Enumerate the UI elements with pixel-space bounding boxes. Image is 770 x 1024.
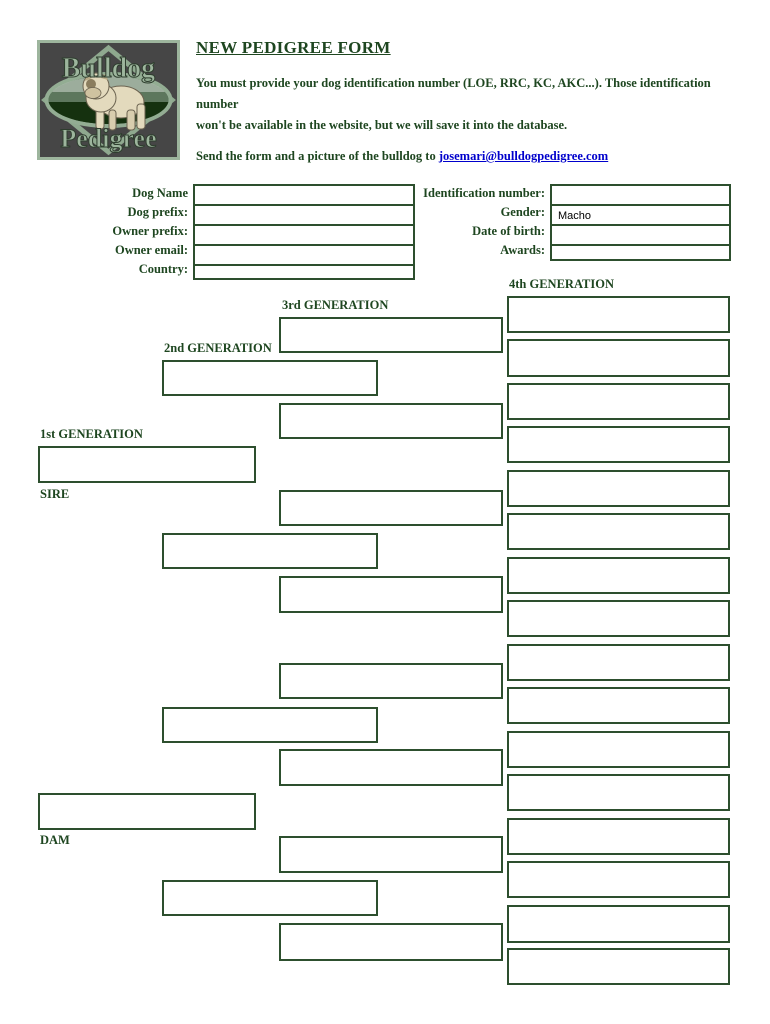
- pedigree-box-gen4-5[interactable]: [507, 470, 730, 507]
- gen2-label: 2nd GENERATION: [164, 341, 272, 355]
- awards-input[interactable]: [552, 247, 729, 265]
- logo-image: Bulldog Pedigree: [37, 40, 180, 160]
- pedigree-box-gen2-2[interactable]: [162, 533, 378, 569]
- pedigree-box-gen4-14[interactable]: [507, 861, 730, 898]
- pedigree-box-gen3-4[interactable]: [279, 576, 503, 613]
- pedigree-box-gen4-4[interactable]: [507, 426, 730, 463]
- bulldog-illustration: [82, 72, 146, 131]
- dog-info-left-labels: Dog Name Dog prefix: Owner prefix: Owner…: [20, 184, 188, 279]
- send-instructions: Send the form and a picture of the bulld…: [196, 149, 608, 164]
- dam-label: DAM: [40, 833, 70, 847]
- country-input[interactable]: [195, 267, 413, 285]
- pedigree-box-gen4-8[interactable]: [507, 600, 730, 637]
- owner-prefix-input[interactable]: [195, 227, 413, 245]
- pedigree-box-gen4-13[interactable]: [507, 818, 730, 855]
- gen3-label: 3rd GENERATION: [282, 298, 389, 312]
- send-instructions-text: Send the form and a picture of the bulld…: [196, 149, 439, 163]
- pedigree-box-gen3-2[interactable]: [279, 403, 503, 439]
- dog-name-input[interactable]: [195, 187, 413, 205]
- bulldog-pedigree-logo: Bulldog Pedigree: [37, 40, 180, 160]
- dog-name-label: Dog Name: [132, 186, 188, 200]
- gender-label: Gender:: [500, 205, 545, 219]
- gen4-label: 4th GENERATION: [509, 277, 614, 291]
- pedigree-box-gen3-7[interactable]: [279, 836, 503, 873]
- pedigree-box-gen3-1[interactable]: [279, 317, 503, 353]
- pedigree-box-gen2-4[interactable]: [162, 880, 378, 916]
- pedigree-box-gen3-6[interactable]: [279, 749, 503, 786]
- pedigree-box-gen4-9[interactable]: [507, 644, 730, 681]
- pedigree-box-gen3-3[interactable]: [279, 490, 503, 526]
- intro-line-1: You must provide your dog identification…: [196, 76, 711, 111]
- page-title: NEW PEDIGREE FORM: [196, 38, 391, 57]
- pedigree-box-gen4-2[interactable]: [507, 339, 730, 377]
- pedigree-box-gen3-5[interactable]: [279, 663, 503, 699]
- pedigree-box-gen2-3[interactable]: [162, 707, 378, 743]
- logo-word-top: Bulldog: [62, 53, 155, 84]
- owner-email-input[interactable]: [195, 247, 413, 265]
- gender-select[interactable]: [552, 207, 729, 225]
- pedigree-box-gen4-16[interactable]: [507, 948, 730, 985]
- dog-info-right-table: [550, 184, 731, 265]
- country-label: Country:: [138, 262, 188, 276]
- sire-label: SIRE: [40, 487, 70, 501]
- pedigree-box-gen3-8[interactable]: [279, 923, 503, 961]
- owner-prefix-label: Owner prefix:: [112, 224, 188, 238]
- pedigree-box-gen4-6[interactable]: [507, 513, 730, 550]
- identification-number-label: Identification number:: [423, 186, 545, 200]
- intro-text: You must provide your dog identification…: [196, 73, 756, 136]
- logo-word-bottom: Pedigree: [60, 124, 156, 153]
- owner-email-label: Owner email:: [114, 243, 188, 257]
- awards-label: Awards:: [500, 243, 545, 257]
- dog-prefix-label: Dog prefix:: [127, 205, 188, 219]
- pedigree-box-gen4-7[interactable]: [507, 557, 730, 594]
- pedigree-box-gen4-11[interactable]: [507, 731, 730, 768]
- pedigree-box-dam[interactable]: [38, 793, 256, 830]
- pedigree-box-gen4-10[interactable]: [507, 687, 730, 724]
- pedigree-box-sire[interactable]: [38, 446, 256, 483]
- email-link[interactable]: josemari@bulldogpedigree.com: [438, 149, 609, 163]
- pedigree-box-gen4-15[interactable]: [507, 905, 730, 943]
- pedigree-box-gen2-1[interactable]: [162, 360, 378, 396]
- identification-number-input[interactable]: [552, 187, 729, 205]
- pedigree-box-gen4-3[interactable]: [507, 383, 730, 420]
- dog-prefix-input[interactable]: [195, 207, 413, 225]
- pedigree-box-gen4-12[interactable]: [507, 774, 730, 811]
- intro-line-2: won't be available in the website, but w…: [196, 118, 568, 132]
- gen1-label: 1st GENERATION: [40, 427, 143, 441]
- pedigree-box-gen4-1[interactable]: [507, 296, 730, 333]
- date-of-birth-label: Date of birth:: [472, 224, 545, 238]
- dog-info-left-table: [193, 184, 415, 285]
- date-of-birth-input[interactable]: [552, 227, 729, 245]
- dog-info-right-labels: Identification number: Gender: Date of b…: [360, 184, 545, 260]
